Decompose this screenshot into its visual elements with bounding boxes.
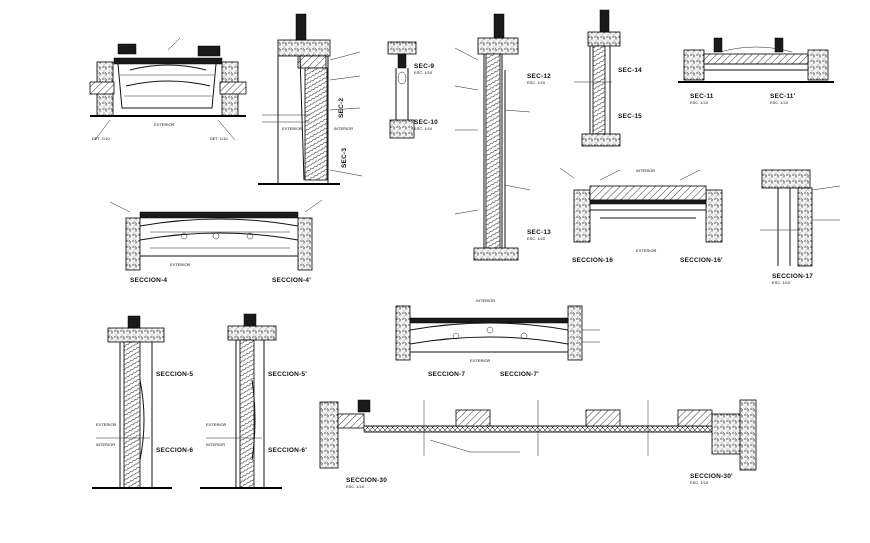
detail-seccion-4: EXTERIOR SECCION-4 SECCION-4'	[109, 199, 323, 284]
svg-text:EXTERIOR: EXTERIOR	[154, 122, 175, 127]
label-sec-9: SEC-9	[414, 63, 434, 70]
svg-text:ESC. 1/10: ESC. 1/10	[414, 126, 433, 131]
svg-text:ESC. 1/10: ESC. 1/10	[770, 100, 789, 105]
detail-sec11: SEC-11 SEC-11' ESC. 1/10 ESC. 1/10	[678, 37, 834, 105]
detail-vertical-section-sec2: EXTERIOR INTERIOR SEC-2 SEC-3	[258, 13, 363, 185]
label-sec-11-prime: SEC-11'	[770, 93, 796, 100]
label-seccion-30: SECCION-30	[346, 477, 387, 484]
svg-text:EXTERIOR: EXTERIOR	[170, 262, 191, 267]
svg-text:EXTERIOR: EXTERIOR	[282, 126, 303, 131]
svg-text:ESC. 1/10: ESC. 1/10	[690, 480, 709, 485]
detail-seccion-7: INTERIOR EXTERIOR SECCION-7 SECCION-7'	[395, 298, 600, 378]
label-sec-14: SEC-14	[618, 67, 642, 74]
label-sec-2: SEC-2	[338, 98, 345, 118]
label-seccion-7: SECCION-7	[428, 371, 465, 378]
label-seccion-5-prime: SECCION-5'	[268, 371, 307, 378]
label-seccion-5: SECCION-5	[156, 371, 193, 378]
label-seccion-7-prime: SECCION-7'	[500, 371, 539, 378]
svg-text:ESC. 1/10: ESC. 1/10	[527, 80, 546, 85]
detail-window-head-top-left: EXTERIOR DET. 1/10 DET. 1/10	[89, 37, 247, 141]
svg-text:DET. 1/10: DET. 1/10	[92, 136, 110, 141]
label-seccion-6: SECCION-6	[156, 447, 193, 454]
svg-text:ESC. 1/10: ESC. 1/10	[527, 236, 546, 241]
detail-seccion-30: SECCION-30 SECCION-30' ESC. 1/10 ESC. 1/…	[319, 399, 757, 489]
svg-text:INTERIOR: INTERIOR	[636, 168, 655, 173]
label-sec-12: SEC-12	[527, 73, 551, 80]
svg-text:EXTERIOR: EXTERIOR	[636, 248, 657, 253]
svg-text:INTERIOR: INTERIOR	[96, 442, 115, 447]
svg-text:EXTERIOR: EXTERIOR	[470, 358, 491, 363]
svg-text:DET. 1/10: DET. 1/10	[210, 136, 228, 141]
label-seccion-4-prime: SECCION-4'	[272, 277, 311, 284]
label-sec-11: SEC-11	[690, 93, 714, 100]
detail-sec9-sec10: SEC-9 SEC-10 ESC. 1/10 ESC. 1/10	[387, 41, 438, 139]
detail-seccion-5-6-prime: EXTERIOR INTERIOR SECCION-5' SECCION-6'	[200, 313, 307, 489]
svg-text:INTERIOR: INTERIOR	[476, 298, 495, 303]
svg-text:INTERIOR: INTERIOR	[334, 126, 353, 131]
svg-text:ESC. 1/10: ESC. 1/10	[772, 280, 791, 285]
label-seccion-6-prime: SECCION-6'	[268, 447, 307, 454]
detail-seccion-17: SECCION-17 ESC. 1/10	[760, 169, 841, 285]
label-seccion-4: SECCION-4	[130, 277, 167, 284]
label-seccion-16-prime: SECCION-16'	[680, 257, 723, 264]
detail-sec14-sec15: SEC-14 SEC-15	[574, 9, 642, 147]
detail-seccion-5-6: EXTERIOR INTERIOR SECCION-5 SECCION-6	[92, 315, 193, 489]
detail-tall-column-sec12: SEC-12 SEC-13 ESC. 1/10 ESC. 1/10	[454, 13, 551, 261]
label-sec-10: SEC-10	[414, 119, 438, 126]
label-seccion-16: SECCION-16	[572, 257, 613, 264]
svg-text:ESC. 1/10: ESC. 1/10	[346, 484, 365, 489]
svg-text:EXTERIOR: EXTERIOR	[96, 422, 117, 427]
detail-seccion-16: INTERIOR EXTERIOR SECCION-16 SECCION-16'	[559, 167, 723, 264]
label-seccion-30-prime: SECCION-30'	[690, 473, 733, 480]
svg-text:ESC. 1/10: ESC. 1/10	[414, 70, 433, 75]
label-sec-3: SEC-3	[341, 148, 348, 168]
label-sec-13: SEC-13	[527, 229, 551, 236]
label-sec-15: SEC-15	[618, 113, 642, 120]
label-seccion-17: SECCION-17	[772, 273, 813, 280]
svg-text:ESC. 1/10: ESC. 1/10	[690, 100, 709, 105]
svg-text:EXTERIOR: EXTERIOR	[206, 422, 227, 427]
svg-text:INTERIOR: INTERIOR	[206, 442, 225, 447]
